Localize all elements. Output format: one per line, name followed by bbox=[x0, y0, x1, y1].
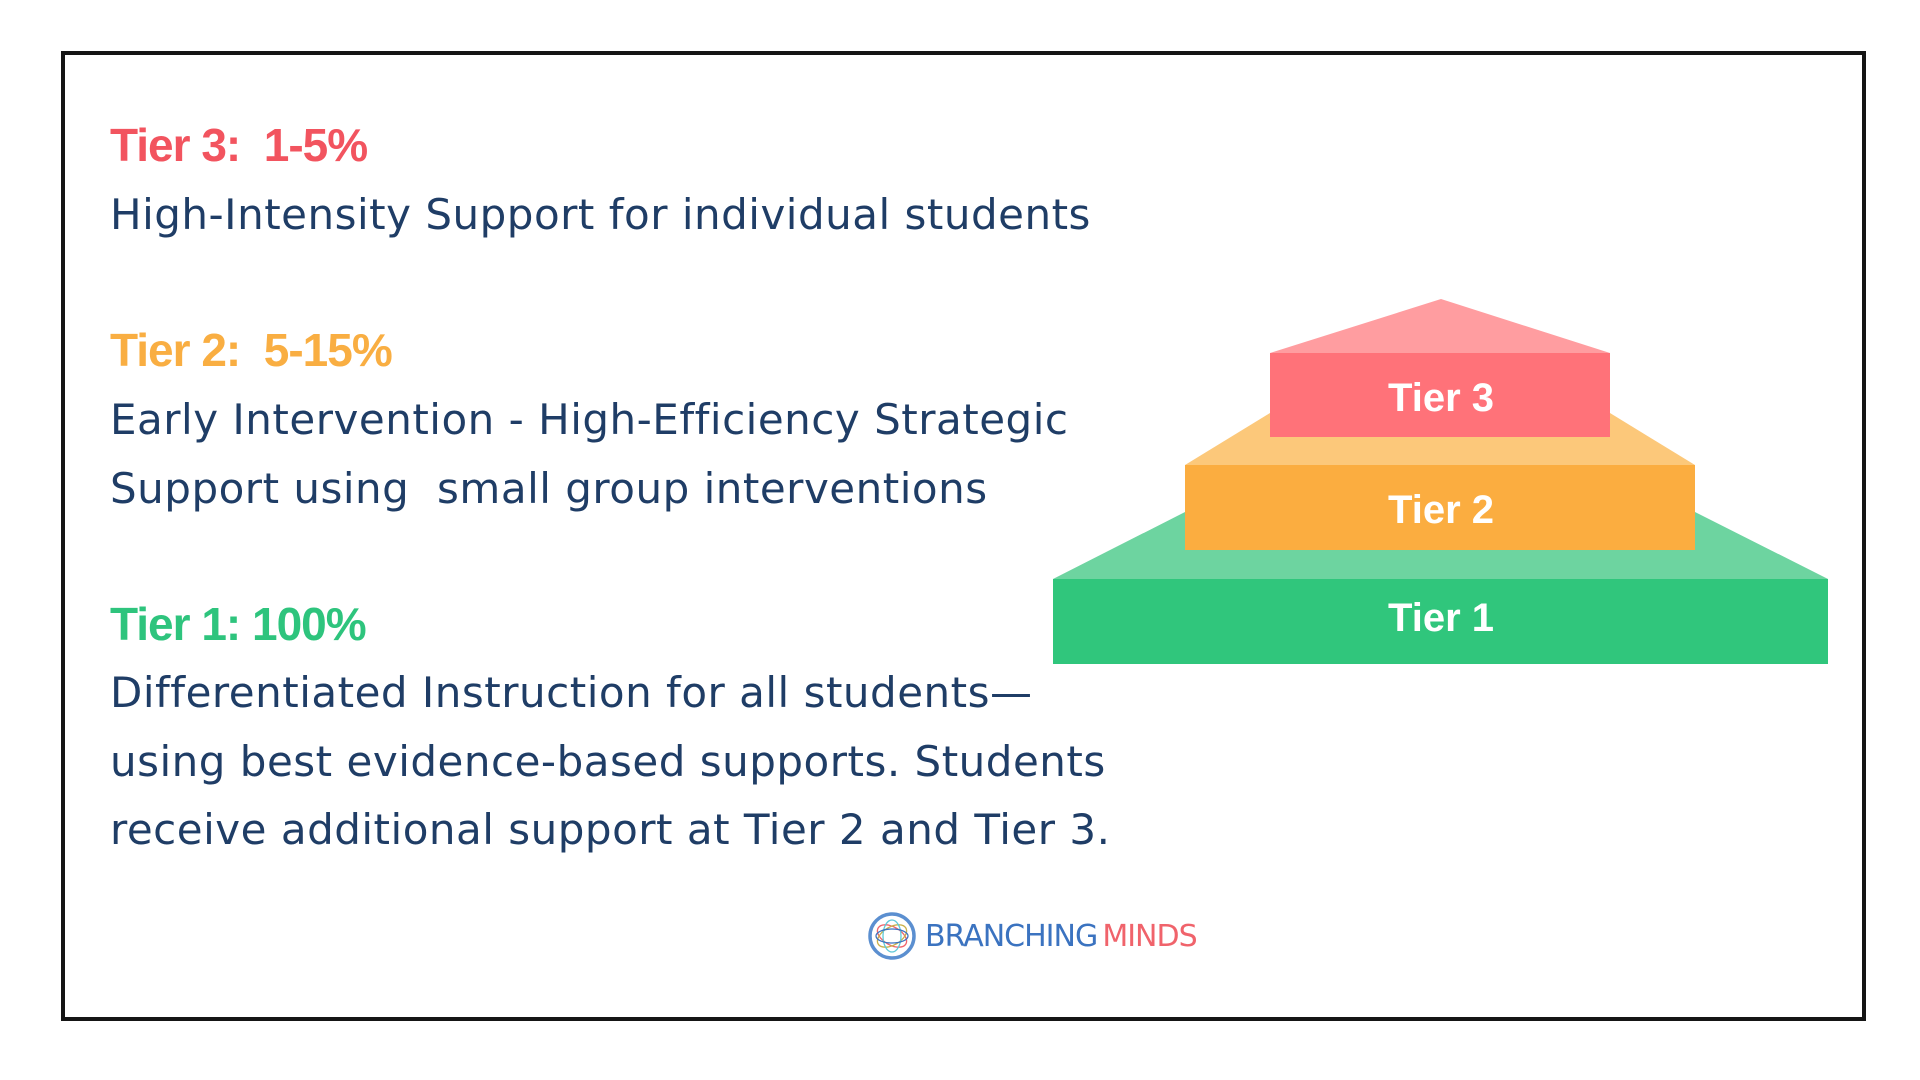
tier1-label: Tier 1 bbox=[1388, 596, 1494, 640]
tier1-description-line1: Differentiated Instruction for all stude… bbox=[110, 668, 1033, 717]
tier1-heading: Tier 1: 100% bbox=[110, 598, 367, 650]
branching-minds-logo: BRANCHING MINDS bbox=[867, 910, 1198, 962]
tier3-top-face bbox=[1270, 299, 1610, 353]
tier2-heading: Tier 2: 5-15% bbox=[110, 324, 393, 376]
tier3-heading: Tier 3: 1-5% bbox=[110, 119, 368, 171]
tier1-description-line2: using best evidence-based supports. Stud… bbox=[110, 737, 1106, 786]
tier2-description-line2: Support using small group interventions bbox=[110, 464, 988, 513]
tier1-description-line3: receive additional support at Tier 2 and… bbox=[110, 805, 1111, 854]
tier3-label: Tier 3 bbox=[1388, 376, 1494, 420]
tier2-label: Tier 2 bbox=[1388, 488, 1494, 532]
logo-word-minds: MINDS bbox=[1102, 918, 1197, 954]
tier1-block bbox=[1053, 579, 1828, 664]
logo-orbit-icon bbox=[868, 912, 916, 960]
tier2-block bbox=[1185, 465, 1695, 550]
logo-word-branching: BRANCHING bbox=[925, 918, 1098, 954]
diagram-frame bbox=[61, 51, 1866, 1021]
tier2-description-line1: Early Intervention - High-Efficiency Str… bbox=[110, 395, 1069, 444]
tier3-description: High-Intensity Support for individual st… bbox=[110, 190, 1091, 239]
tier3-block bbox=[1270, 353, 1610, 437]
